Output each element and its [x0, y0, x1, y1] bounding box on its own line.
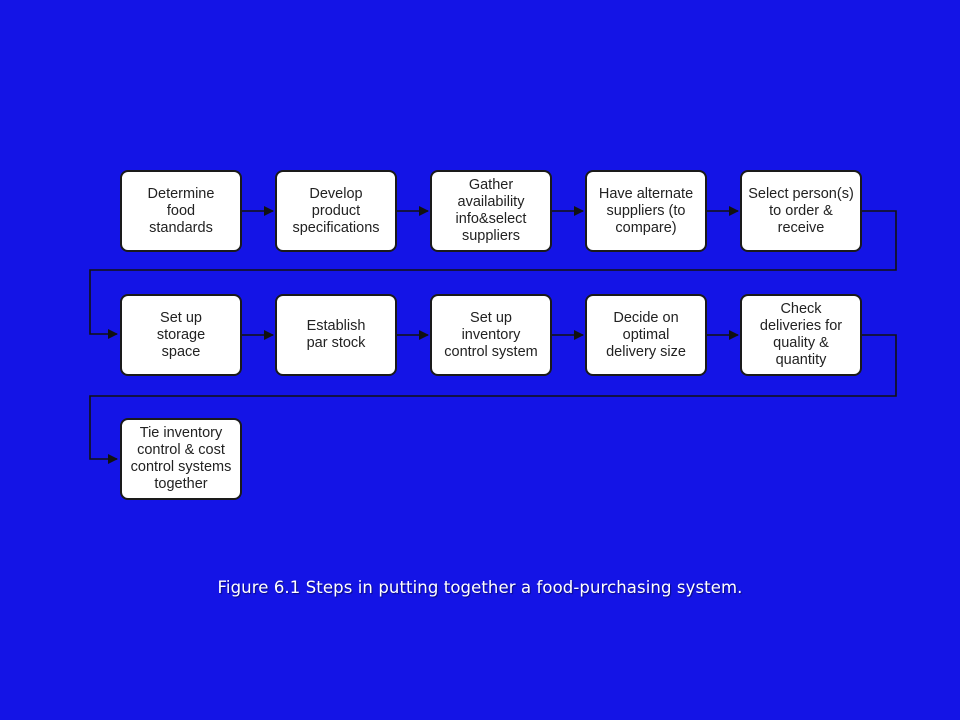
step-label: Establish par stock: [306, 318, 366, 351]
step-check-deliveries: Check deliveries for quality & quantity: [740, 294, 862, 376]
step-set-up-storage-space: Set up storage space: [120, 294, 242, 376]
step-decide-delivery-size: Decide on optimal delivery size: [585, 294, 707, 376]
step-label: Set up storage space: [156, 309, 206, 360]
step-label: Tie inventory control & cost control sys…: [130, 425, 232, 492]
step-develop-product-specifications: Develop product specifications: [275, 170, 397, 252]
arrow-s10-s11: [89, 334, 897, 464]
step-gather-availability-info: Gather availability info&select supplier…: [430, 170, 552, 252]
step-select-persons: Select person(s) to order & receive: [740, 170, 862, 252]
step-determine-food-standards: Determine food standards: [120, 170, 242, 252]
step-label: Develop product specifications: [292, 185, 380, 236]
step-label: Select person(s) to order & receive: [748, 185, 854, 236]
step-label: Have alternate suppliers (to compare): [598, 185, 694, 236]
step-tie-inventory-cost-control: Tie inventory control & cost control sys…: [120, 418, 242, 500]
step-set-up-inventory-control: Set up inventory control system: [430, 294, 552, 376]
step-label: Decide on optimal delivery size: [606, 309, 686, 360]
arrow-s5-s6: [89, 210, 897, 339]
step-label: Gather availability info&select supplier…: [455, 177, 527, 244]
step-have-alternate-suppliers: Have alternate suppliers (to compare): [585, 170, 707, 252]
figure-caption: Figure 6.1 Steps in putting together a f…: [217, 578, 743, 597]
step-label: Set up inventory control system: [444, 309, 538, 360]
step-establish-par-stock: Establish par stock: [275, 294, 397, 376]
step-label: Determine food standards: [147, 185, 215, 236]
step-label: Check deliveries for quality & quantity: [759, 301, 843, 368]
